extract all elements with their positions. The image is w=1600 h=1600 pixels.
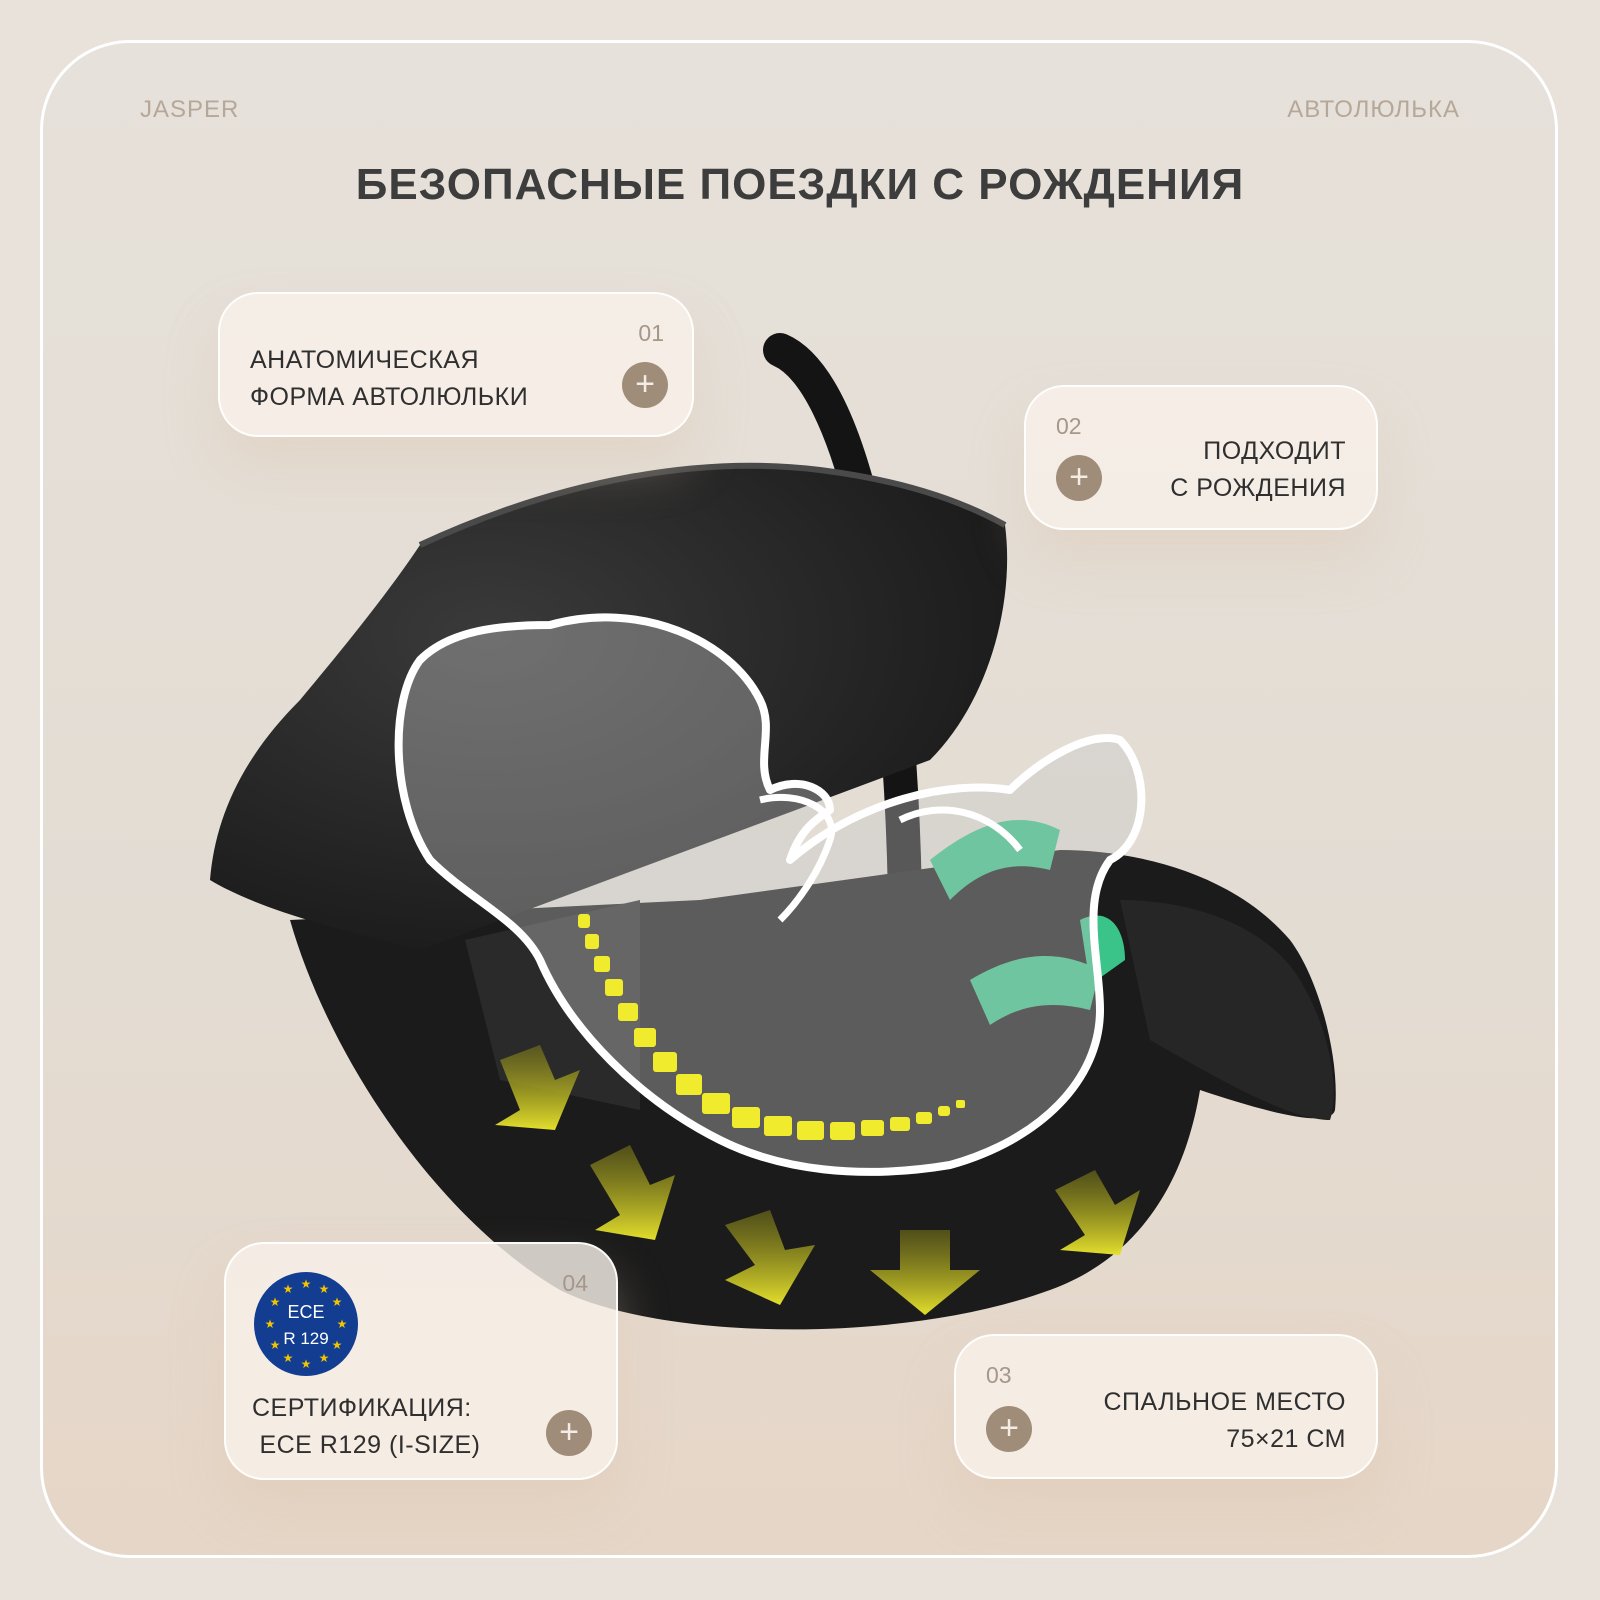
feature-card-02: 02 ПОДХОДИТ С РОЖДЕНИЯ +	[1024, 385, 1378, 530]
feature-label-line1: СПАЛЬНОЕ МЕСТО	[1103, 1388, 1346, 1416]
svg-text:★: ★	[332, 1338, 343, 1352]
certificate-line1: ECE	[287, 1302, 324, 1322]
svg-text:★: ★	[270, 1338, 281, 1352]
feature-number: 03	[986, 1362, 1012, 1388]
svg-text:★: ★	[319, 1282, 330, 1296]
feature-number: 01	[638, 320, 664, 346]
canopy	[210, 465, 1008, 950]
svg-text:★: ★	[301, 1357, 312, 1371]
feature-label: АНАТОМИЧЕСКАЯ ФОРМА АВТОЛЮЛЬКИ	[250, 342, 528, 416]
svg-text:★: ★	[301, 1277, 312, 1291]
feature-label-line1: АНАТОМИЧЕСКАЯ	[250, 346, 480, 374]
pressure-arrows	[495, 1045, 1140, 1315]
svg-text:★: ★	[332, 1295, 343, 1309]
category-label: АВТОЛЮЛЬКА	[1287, 96, 1460, 123]
baby-silhouette	[394, 613, 1146, 1176]
feature-label: ПОДХОДИТ С РОЖДЕНИЯ	[1170, 433, 1346, 507]
harness-strap-upper	[930, 820, 1060, 900]
feature-label-line2: ФОРМА АВТОЛЮЛЬКИ	[250, 383, 529, 411]
feature-label-line2: ECE R129 (I-SIZE)	[252, 1431, 481, 1459]
svg-text:★: ★	[283, 1351, 294, 1365]
page-title: БЕЗОПАСНЫЕ ПОЕЗДКИ С РОЖДЕНИЯ	[355, 160, 1245, 209]
plus-icon[interactable]: +	[622, 362, 668, 408]
feature-label-line1: СЕРТИФИКАЦИЯ:	[252, 1394, 472, 1422]
feature-card-01: 01 АНАТОМИЧЕСКАЯ ФОРМА АВТОЛЮЛЬКИ +	[218, 292, 694, 437]
canopy-edge	[418, 462, 1007, 548]
eu-certificate-icon: ★ ★ ★ ★ ★ ★ ★ ★ ★ ★ ★ ★ ECE R 129	[254, 1272, 358, 1376]
svg-text:★: ★	[283, 1282, 294, 1296]
feature-label-line2: С РОЖДЕНИЯ	[1170, 474, 1346, 502]
plus-icon[interactable]: +	[1056, 455, 1102, 501]
feature-label: СЕРТИФИКАЦИЯ: ECE R129 (I-SIZE)	[252, 1390, 481, 1464]
certificate-line2: R 129	[283, 1329, 328, 1348]
feature-card-03: 03 СПАЛЬНОЕ МЕСТО 75×21 СМ +	[954, 1334, 1378, 1479]
svg-text:★: ★	[337, 1317, 348, 1331]
plus-icon[interactable]: +	[986, 1406, 1032, 1452]
svg-text:★: ★	[270, 1295, 281, 1309]
harness-strap-lower	[970, 956, 1100, 1025]
seat-footrest	[1120, 900, 1334, 1120]
feature-number: 04	[562, 1270, 588, 1296]
feature-number: 02	[1056, 413, 1082, 439]
feature-label: СПАЛЬНОЕ МЕСТО 75×21 СМ	[1104, 1384, 1347, 1458]
brand-name: JASPER	[140, 96, 240, 123]
svg-text:★: ★	[319, 1351, 330, 1365]
baby-arm	[759, 793, 836, 923]
baby-leg	[898, 806, 1023, 853]
feature-label-line2: 75×21 СМ	[1226, 1425, 1346, 1453]
spine-vertebrae	[578, 914, 965, 1140]
feature-label-line1: ПОДХОДИТ	[1203, 437, 1346, 465]
feature-card-04: 04 ★ ★ ★ ★ ★ ★ ★ ★ ★ ★ ★ ★ ECE R 129 СЕР…	[224, 1242, 618, 1480]
svg-text:★: ★	[265, 1317, 276, 1331]
plus-icon[interactable]: +	[546, 1410, 592, 1456]
